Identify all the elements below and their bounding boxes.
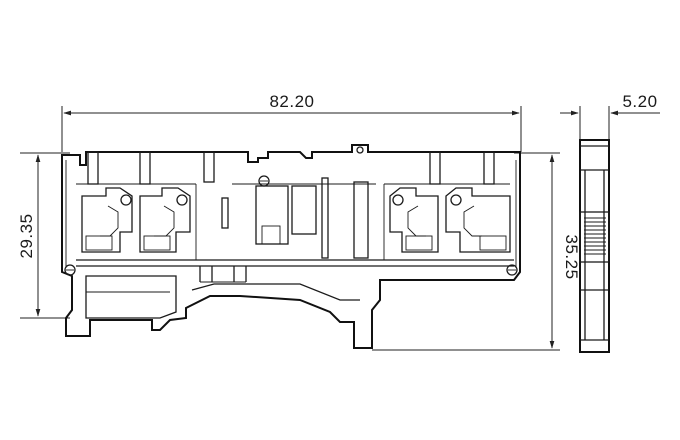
center-block xyxy=(255,185,289,245)
right-height-dimension: 35.25 xyxy=(372,152,581,351)
left-clamp-2 xyxy=(139,187,191,253)
front-view xyxy=(61,144,521,349)
side-width-dimension: 5.20 xyxy=(560,92,660,140)
right-clamp-1 xyxy=(389,187,439,253)
width-dimension: 82.20 xyxy=(61,92,522,152)
side-view xyxy=(579,139,610,353)
screw-icon xyxy=(506,264,518,276)
right-clamp-2 xyxy=(445,187,511,253)
housing-outline xyxy=(61,144,521,349)
ribbed-grip xyxy=(584,217,606,255)
left-height-label: 29.35 xyxy=(17,213,36,258)
left-height-dimension: 29.35 xyxy=(17,152,70,319)
right-height-label: 35.25 xyxy=(562,234,581,279)
side-width-label: 5.20 xyxy=(622,92,657,111)
width-label: 82.20 xyxy=(269,92,314,111)
left-clamp-1 xyxy=(81,187,133,253)
screw-icon xyxy=(64,264,76,276)
